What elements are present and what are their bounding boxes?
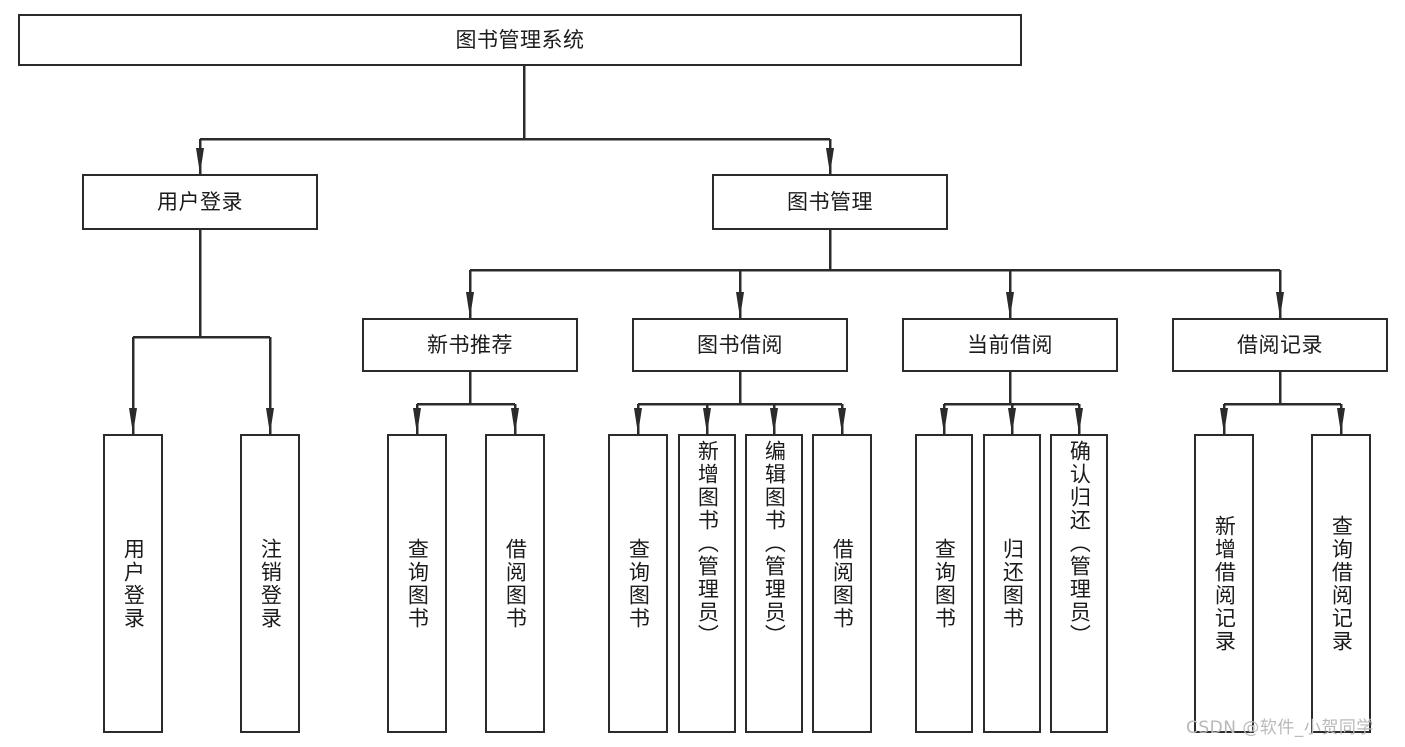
arrow-icon-current-2: [1075, 408, 1083, 434]
node-leaf-borrow-add[interactable]: 新增图书（管理员）: [678, 434, 736, 733]
arrow-icon-bookmgmt-3: [1276, 292, 1284, 318]
arrow-icon-current-0: [940, 408, 948, 434]
arrow-icon-newbook-1: [511, 408, 519, 434]
node-leaf-newbook-borrow[interactable]: 借阅图书: [485, 434, 545, 733]
arrow-icon-borrow-3: [838, 408, 846, 434]
node-bookmgmt[interactable]: 图书管理: [712, 174, 948, 230]
node-login[interactable]: 用户登录: [82, 174, 318, 230]
node-label-leaf-record-query: 查询借阅记录: [1329, 514, 1354, 653]
node-label-borrow: 图书借阅: [697, 332, 783, 357]
node-leaf-record-query[interactable]: 查询借阅记录: [1311, 434, 1371, 733]
node-leaf-borrow-edit[interactable]: 编辑图书（管理员）: [745, 434, 803, 733]
node-label-newbook: 新书推荐: [427, 332, 513, 357]
arrow-icon-record-1: [1337, 408, 1345, 434]
node-label-login: 用户登录: [157, 189, 243, 214]
node-root[interactable]: 图书管理系统: [18, 14, 1022, 66]
node-label-leaf-borrow-add: 新增图书（管理员）: [695, 440, 720, 647]
node-leaf-newbook-query[interactable]: 查询图书: [387, 434, 447, 733]
node-leaf-current-query[interactable]: 查询图书: [915, 434, 973, 733]
arrow-icon-borrow-1: [703, 408, 711, 434]
node-label-leaf-current-confirm: 确认归还（管理员）: [1067, 440, 1092, 647]
node-label-leaf-current-return: 归还图书: [1000, 537, 1025, 630]
node-leaf-user-login[interactable]: 用户登录: [103, 434, 163, 733]
node-label-leaf-borrow-lend: 借阅图书: [830, 537, 855, 630]
arrow-icon-record-0: [1220, 408, 1228, 434]
arrow-icon-bookmgmt-1: [736, 292, 744, 318]
node-label-leaf-newbook-query: 查询图书: [405, 537, 430, 630]
node-leaf-user-logout[interactable]: 注销登录: [240, 434, 300, 733]
node-label-leaf-newbook-borrow: 借阅图书: [503, 537, 528, 630]
arrow-icon-root-1: [826, 148, 834, 174]
node-label-record: 借阅记录: [1237, 332, 1323, 357]
node-label-leaf-record-add: 新增借阅记录: [1212, 514, 1237, 653]
arrow-icon-login-0: [129, 408, 137, 434]
node-borrow[interactable]: 图书借阅: [632, 318, 848, 372]
node-label-leaf-current-query: 查询图书: [932, 537, 957, 630]
node-label-root: 图书管理系统: [455, 27, 585, 52]
arrow-icon-bookmgmt-0: [466, 292, 474, 318]
arrow-icon-root-0: [196, 148, 204, 174]
node-label-leaf-borrow-edit: 编辑图书（管理员）: [762, 440, 787, 647]
node-newbook[interactable]: 新书推荐: [362, 318, 578, 372]
arrow-icon-borrow-0: [634, 408, 642, 434]
arrow-icon-bookmgmt-2: [1006, 292, 1014, 318]
arrow-icon-borrow-2: [770, 408, 778, 434]
node-label-current: 当前借阅: [967, 332, 1053, 357]
arrow-icon-current-1: [1008, 408, 1016, 434]
arrow-icon-login-1: [266, 408, 274, 434]
node-leaf-current-return[interactable]: 归还图书: [983, 434, 1041, 733]
node-current[interactable]: 当前借阅: [902, 318, 1118, 372]
node-label-bookmgmt: 图书管理: [787, 189, 873, 214]
node-leaf-current-confirm[interactable]: 确认归还（管理员）: [1050, 434, 1108, 733]
node-record[interactable]: 借阅记录: [1172, 318, 1388, 372]
node-leaf-borrow-query[interactable]: 查询图书: [608, 434, 668, 733]
node-leaf-borrow-lend[interactable]: 借阅图书: [812, 434, 872, 733]
arrow-icon-newbook-0: [413, 408, 421, 434]
node-label-leaf-user-logout: 注销登录: [258, 537, 283, 630]
node-leaf-record-add[interactable]: 新增借阅记录: [1194, 434, 1254, 733]
node-label-leaf-user-login: 用户登录: [121, 537, 146, 630]
node-label-leaf-borrow-query: 查询图书: [626, 537, 651, 630]
